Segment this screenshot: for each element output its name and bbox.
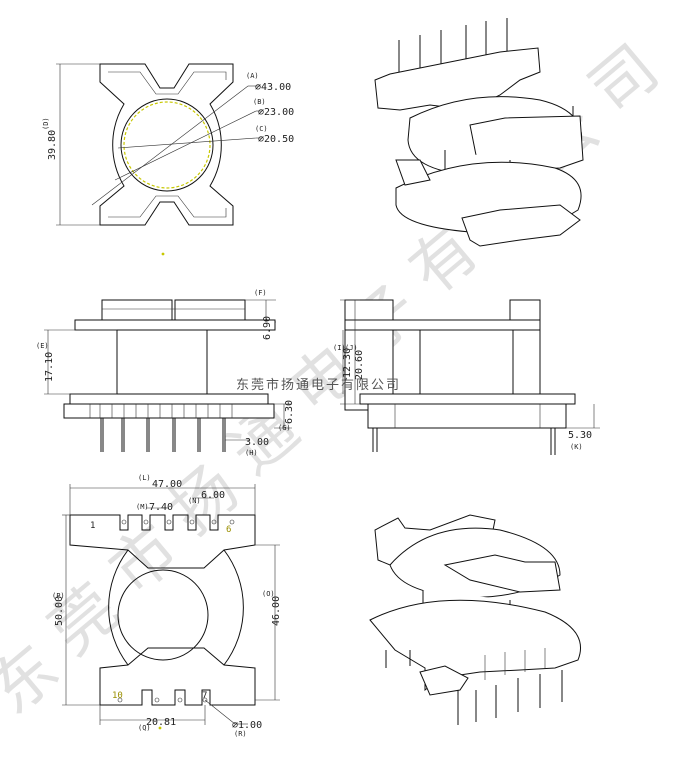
pin-10-label: 10 <box>112 691 123 701</box>
dim-q-value: 20.81 <box>146 717 176 728</box>
dim-k-value: 5.30 <box>568 430 592 441</box>
dim-e-label: (E) <box>36 342 49 350</box>
pin-6-label: 6 <box>226 525 231 535</box>
iso-view-top <box>374 18 584 247</box>
dim-c-label: (C) <box>255 125 268 133</box>
dim-n-value: 6.00 <box>201 490 225 501</box>
dim-m-label: (M) <box>136 503 149 511</box>
wm-char-2: 市 <box>96 511 193 609</box>
dim-r-label: (R) <box>234 730 247 738</box>
dim-d-value: 39.80 <box>47 130 58 160</box>
dim-p-label: (P) <box>52 592 65 600</box>
marker-dot-2 <box>158 726 162 730</box>
dim-i-label: (I) <box>333 344 346 352</box>
bottom-view: 1 6 10 7 (L) 47.00 (M) 7.40 (N) 6.00 (P)… <box>52 474 282 738</box>
dim-h-value: 3.00 <box>245 437 269 448</box>
dim-i-value: 12.30 <box>342 348 353 378</box>
dim-j-value: 20.60 <box>354 350 365 380</box>
dim-e-value: 17.10 <box>44 352 55 382</box>
dim-j-label: (J) <box>345 344 358 352</box>
dim-k-label: (K) <box>570 443 583 451</box>
iso-view-bottom <box>369 514 582 725</box>
dim-b-value: ⌀23.00 <box>258 107 294 118</box>
dim-q-label: (Q) <box>138 724 151 732</box>
dim-b-label: (B) <box>253 98 266 106</box>
side-view: (J) 20.60 (I) 12.30 5.30 (K) <box>333 299 600 455</box>
pin-1-label: 1 <box>90 521 95 531</box>
dim-l-label: (L) <box>138 474 151 482</box>
dim-h-label: (H) <box>245 449 258 457</box>
marker-dot <box>161 252 165 256</box>
wm-char-0: 东 <box>0 631 73 729</box>
dim-f-value: 6.90 <box>262 316 273 340</box>
dim-m-value: 7.40 <box>149 502 173 513</box>
pin-7-label: 7 <box>202 691 207 701</box>
dim-a-value: ⌀43.00 <box>255 82 291 93</box>
dim-g-label: (G) <box>278 424 291 432</box>
dim-r-value: ⌀1.00 <box>232 720 262 731</box>
front-view: (E) 17.10 (F) 6.90 6.30 (G) 3.00 (H) <box>36 289 295 457</box>
dim-f-label: (F) <box>254 289 267 297</box>
dim-g-value: 6.30 <box>284 400 295 424</box>
dim-c-value: ⌀20.50 <box>258 134 294 145</box>
watermark-small: 东莞市扬通电子有限公司 <box>236 377 401 393</box>
wm-char-10: 司 <box>576 31 673 129</box>
dim-d-label: (D) <box>42 117 50 130</box>
top-view: (D) 39.80 (A) ⌀43.00 (B) ⌀23.00 (C) ⌀20.… <box>42 63 294 226</box>
dim-p-value: 50.00 <box>54 596 65 626</box>
dim-o-label: (O) <box>262 590 275 598</box>
dim-o-value: 46.00 <box>271 596 282 626</box>
dim-n-label: (N) <box>188 497 201 505</box>
dim-a-label: (A) <box>246 72 259 80</box>
dim-l-value: 47.00 <box>152 479 182 490</box>
